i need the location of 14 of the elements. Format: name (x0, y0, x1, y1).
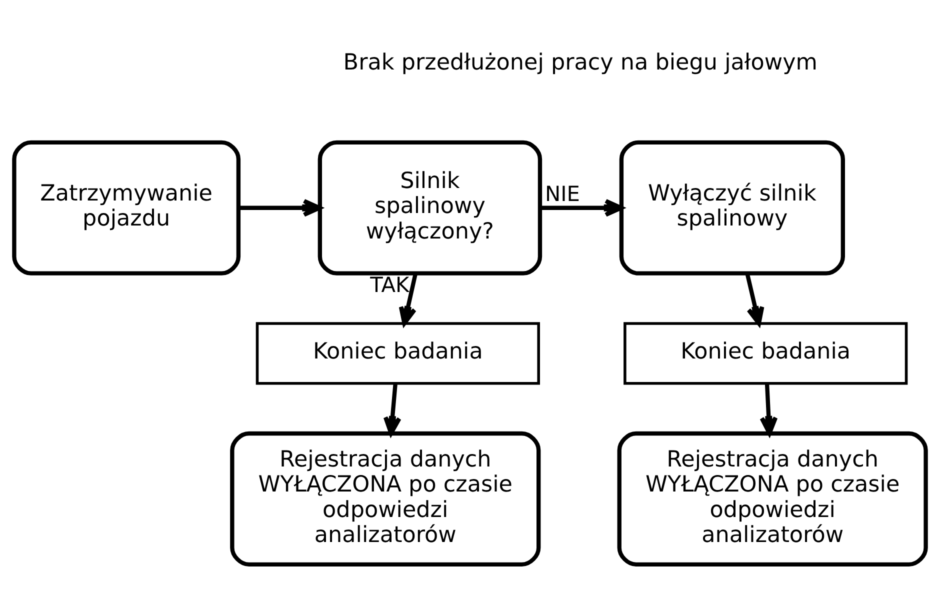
arrow (239, 198, 322, 216)
arrow (745, 272, 764, 326)
node-box: Rejestracja danych WYŁĄCZONA po czasie odpowiedzi analizatorów (230, 430, 541, 566)
node-box: Silnik spalinowy wyłączony? (318, 140, 542, 275)
node-box: Koniec badania (256, 322, 540, 384)
edge-label: NIE (544, 181, 580, 206)
edge-label: TAK (370, 272, 410, 296)
node-box: Rejestracja danych WYŁĄCZONA po czasie odpowiedzi analizatorów (617, 430, 928, 566)
label: Brak przedłużonej pracy na biegu jałowym (343, 49, 818, 76)
arrow (540, 198, 624, 216)
node-box: Zatrzymywanie pojazdu (12, 140, 241, 275)
node-box: Koniec badania (624, 322, 908, 384)
node-box: Wyłączyć silnik spalinowy (619, 140, 845, 275)
arrow (398, 272, 418, 326)
